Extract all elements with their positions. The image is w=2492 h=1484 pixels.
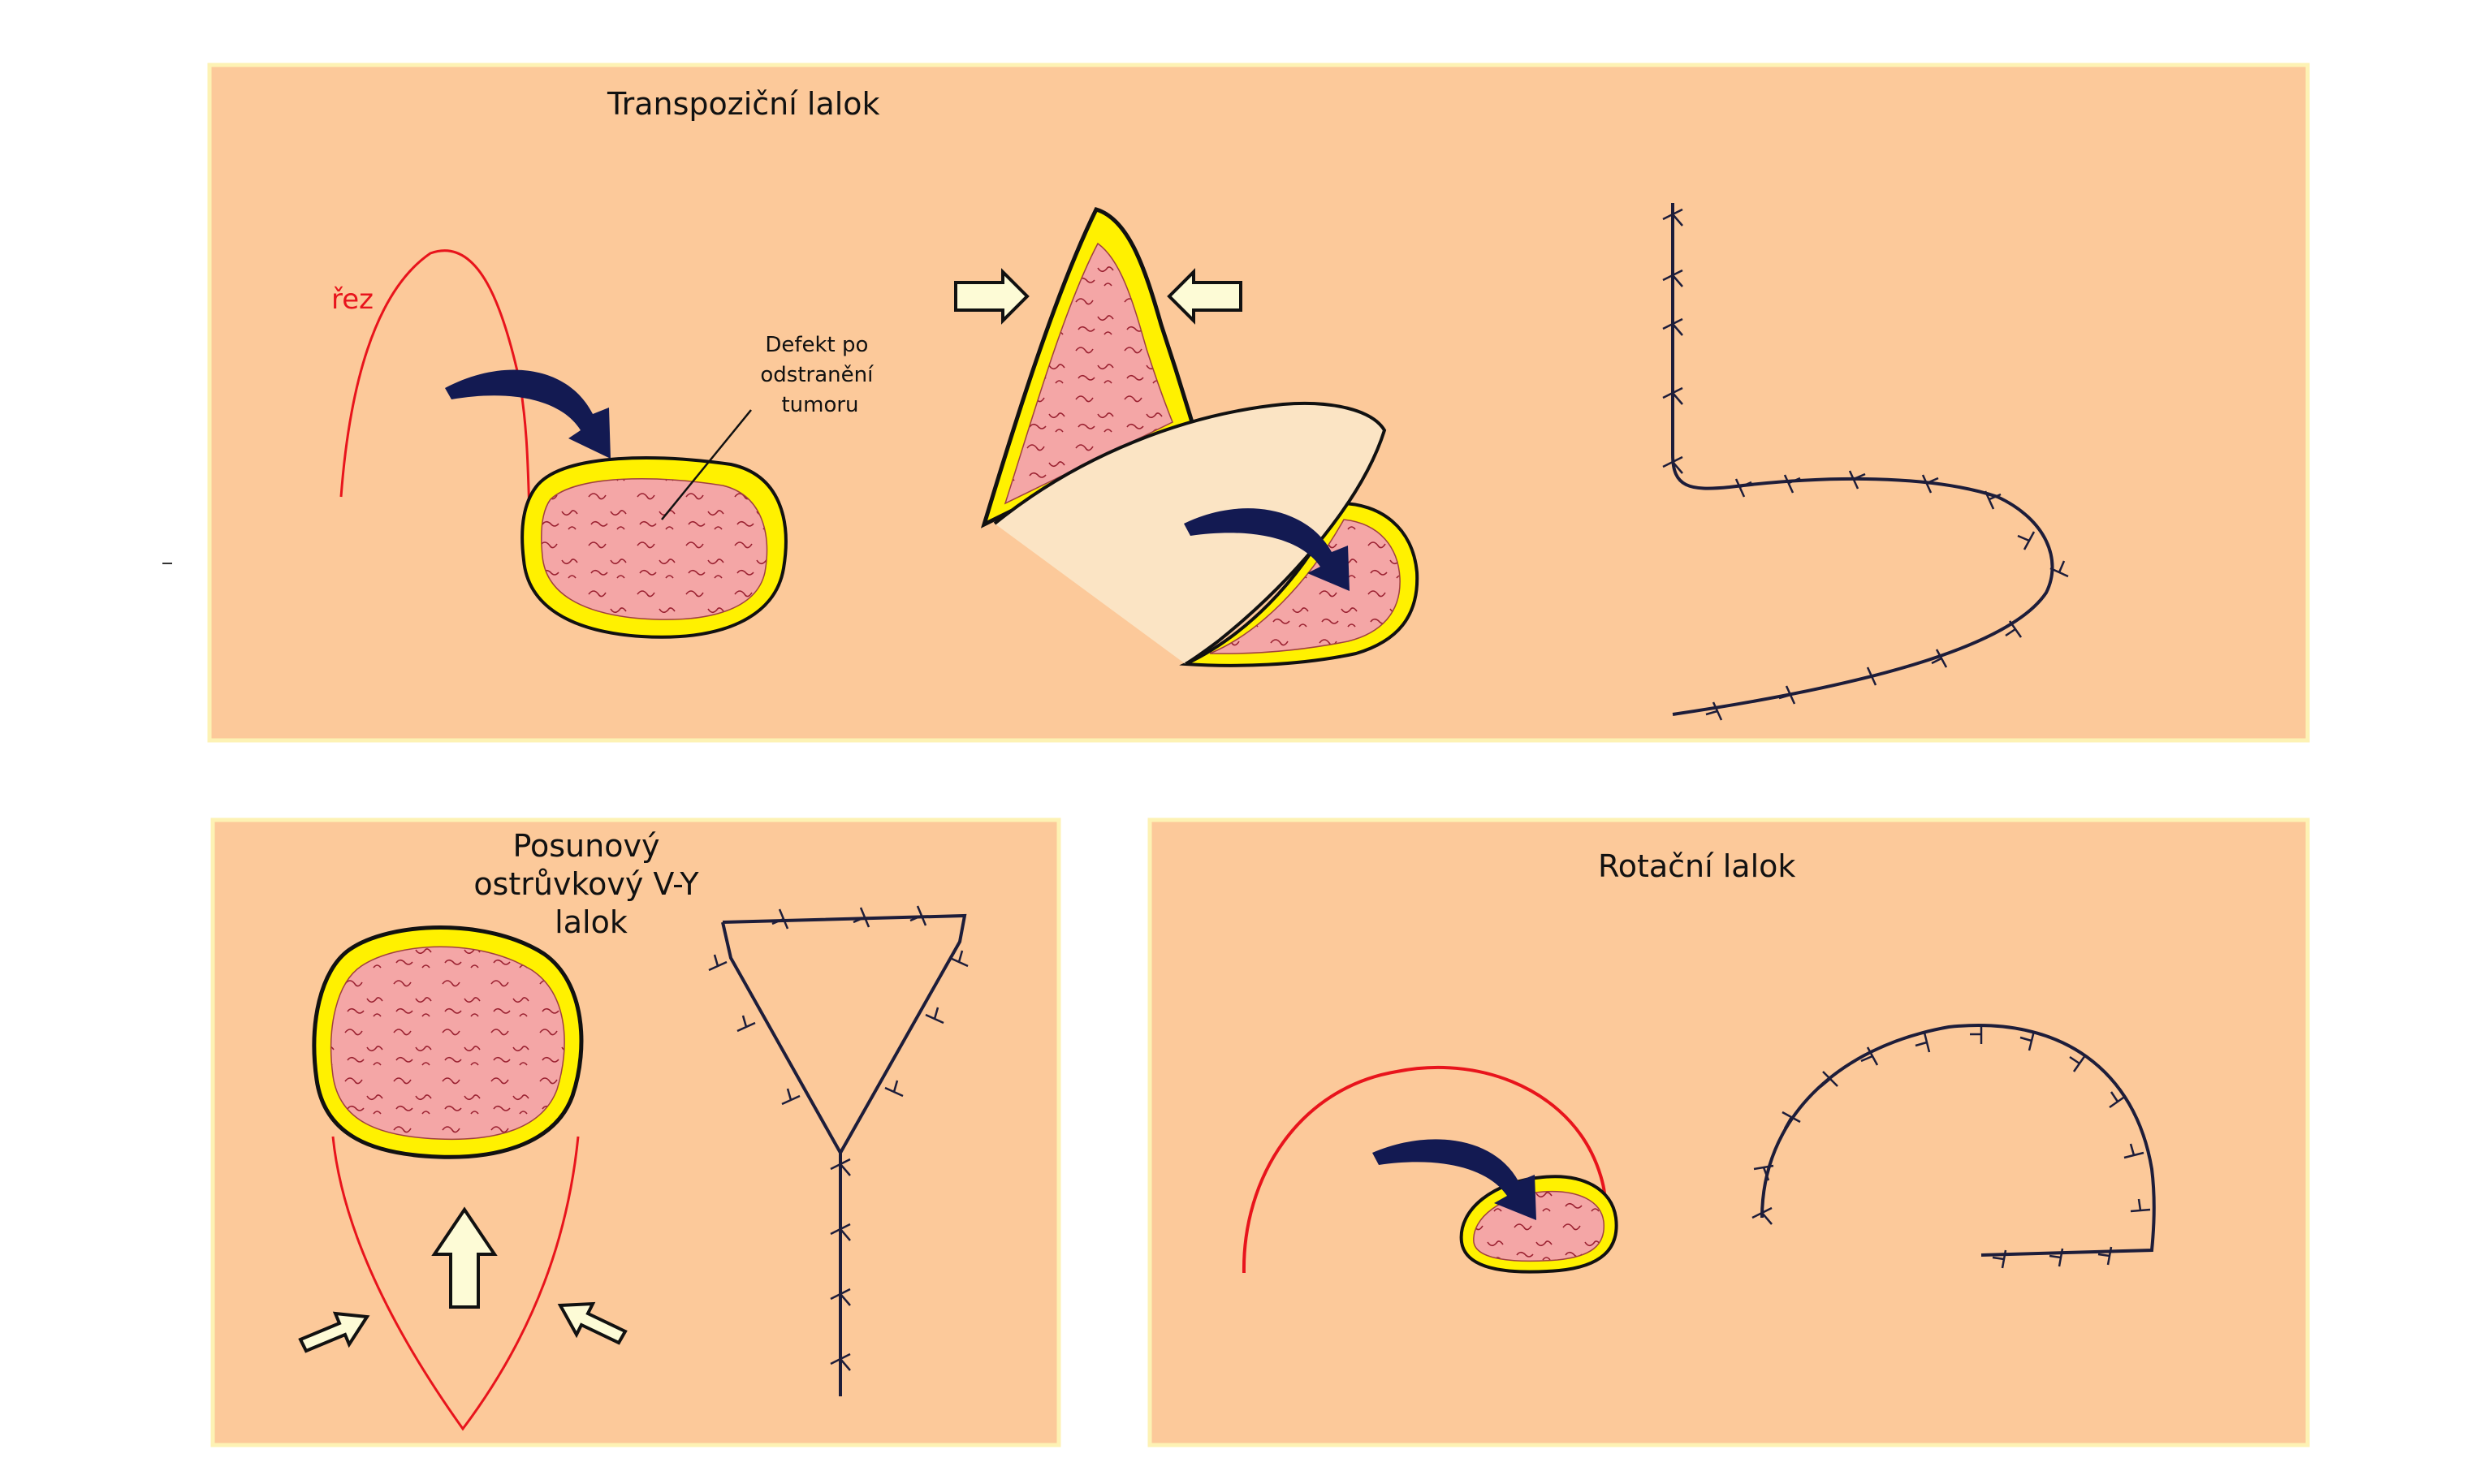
incision-line bbox=[339, 249, 531, 512]
panel-advancement-title: Posunový ostrůvkový V-Y lalok bbox=[473, 828, 708, 940]
push-arrow-icon bbox=[954, 268, 1030, 325]
incision-line bbox=[1242, 1065, 1606, 1274]
panel-advancement-title-line-3: lalok bbox=[555, 904, 628, 940]
defect-label-line-2: odstranění bbox=[760, 363, 874, 387]
cut-label: řez bbox=[331, 283, 374, 316]
defect-label-line-1: Defekt po bbox=[765, 333, 868, 357]
panel-advancement-title-line-1: Posunový bbox=[512, 828, 659, 864]
push-arrow-icon bbox=[431, 1206, 498, 1309]
defect-label: Defekt po odstranění tumoru bbox=[760, 333, 879, 417]
defect-round bbox=[312, 925, 584, 1159]
panel-transposition-title: Transpoziční lalok bbox=[607, 86, 880, 122]
covered-defect bbox=[1179, 501, 1419, 667]
suture-stitch-icon bbox=[708, 905, 969, 1371]
suture-stitch-icon bbox=[1662, 208, 2069, 721]
suture-line-transposition bbox=[1671, 203, 2054, 716]
panel-rotation-title: Rotační lalok bbox=[1598, 848, 1795, 884]
incision-line bbox=[331, 1136, 580, 1431]
panel-rotation-background bbox=[1147, 817, 2310, 1447]
suture-line-advancement bbox=[721, 913, 967, 1396]
push-arrow-icon bbox=[298, 1311, 370, 1353]
defect-oval bbox=[520, 456, 788, 639]
panel-advancement: Posunový ostrůvkový V-Y lalok bbox=[210, 817, 1061, 1447]
suture-line-rotation bbox=[1760, 1024, 2156, 1257]
curved-arrow-icon bbox=[1184, 508, 1350, 591]
curved-arrow-icon bbox=[445, 369, 611, 459]
push-arrow-icon bbox=[1167, 268, 1242, 325]
curved-arrow-icon bbox=[1372, 1139, 1536, 1220]
suture-stitch-icon bbox=[1751, 1025, 2151, 1269]
panel-rotation: Rotační lalok bbox=[1147, 817, 2310, 1447]
panel-advancement-title-line-2: ostrůvkový V-Y bbox=[473, 866, 699, 902]
panel-transposition: Transpoziční lalok řez Defekt po odstran… bbox=[207, 63, 2310, 743]
push-arrow-icon bbox=[557, 1301, 628, 1345]
panel-advancement-background bbox=[210, 817, 1061, 1447]
defect-label-line-3: tumoru bbox=[781, 393, 858, 417]
defect-pointer bbox=[661, 409, 752, 520]
